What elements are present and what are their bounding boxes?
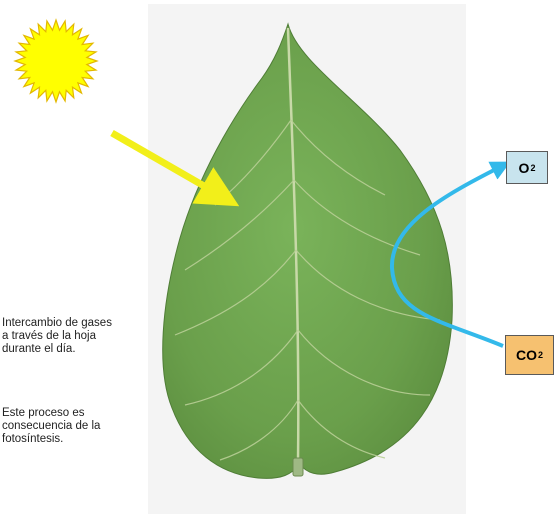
sunlight-arrow bbox=[110, 129, 240, 207]
gas-exchange-arrow bbox=[389, 161, 511, 348]
gas-exchange-caption: Intercambio de gases a través de la hoja… bbox=[2, 317, 112, 355]
photosynthesis-caption: Este proceso es consecuencia de la fotos… bbox=[2, 407, 101, 445]
oxygen-subscript: 2 bbox=[530, 162, 536, 173]
carbon-dioxide-symbol: CO bbox=[515, 347, 537, 363]
oxygen-symbol: O bbox=[518, 159, 530, 176]
carbon-dioxide-subscript: 2 bbox=[537, 350, 543, 360]
leaf-illustration bbox=[162, 22, 453, 479]
sun-icon bbox=[13, 18, 99, 104]
